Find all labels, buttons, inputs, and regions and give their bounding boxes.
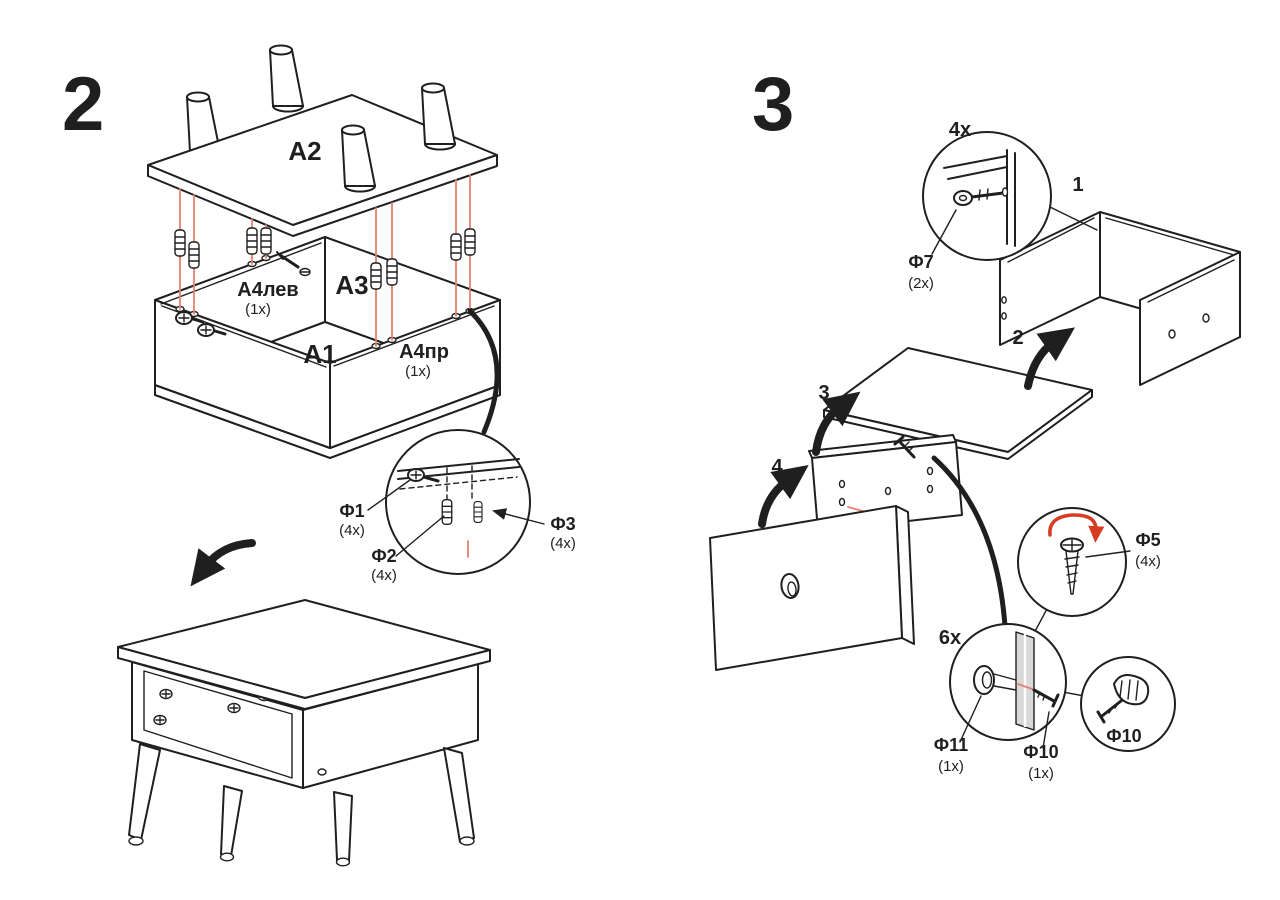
pin-f3 (473, 501, 483, 523)
front-opening (143, 670, 293, 779)
label-a2: A2 (288, 136, 321, 166)
screw-f7 (953, 187, 1009, 206)
part2-arrow (1024, 327, 1075, 390)
handle-hole (780, 573, 800, 599)
label-corner-qty: 4x (949, 119, 971, 141)
label-part2: 2 (1012, 327, 1023, 349)
label-f10: Ф10 (1023, 742, 1058, 762)
leg-cone-2 (269, 44, 304, 113)
drawer-bottom-panel (823, 347, 1093, 460)
f7-leader (931, 209, 957, 255)
label-handle-qty: 6x (939, 627, 961, 649)
screw-f5 (1060, 537, 1084, 595)
corner-detail-circle (922, 131, 1052, 261)
label-f10-hand: Ф10 (1106, 726, 1141, 746)
carcass-box (154, 236, 501, 459)
label-a4lev-qty: (1x) (245, 301, 271, 318)
leg-cone-4 (421, 82, 456, 151)
label-a3: A3 (335, 270, 368, 300)
label-part1: 1 (1072, 174, 1083, 196)
label-f2-qty: (4x) (371, 567, 397, 584)
zoom-leader-screw (931, 455, 1009, 648)
part3-arrow (812, 391, 861, 456)
f11-leader (959, 695, 982, 743)
knob-f11 (973, 665, 1017, 695)
label-f1: Ф1 (339, 501, 364, 521)
top-panel-a2: A2 (147, 44, 498, 237)
label-f1-qty: (4x) (339, 522, 365, 539)
label-f7: Ф7 (908, 252, 933, 272)
label-a4lev: A4лев (237, 279, 298, 301)
screw-f5-loose (893, 435, 916, 459)
label-f2: Ф2 (371, 546, 396, 566)
part1-leader (1049, 206, 1098, 231)
label-f10-qty: (1x) (1028, 765, 1054, 782)
rotation-arrow-red (1048, 513, 1105, 543)
hardware-detail-circle (385, 429, 531, 575)
label-f7-qty: (2x) (908, 275, 934, 292)
label-a1: A1 (303, 339, 336, 369)
f10-leader (1042, 711, 1050, 749)
drawer-front-panel (709, 505, 915, 671)
handle-detail-circle (949, 623, 1067, 741)
label-a4pr: A4пр (399, 341, 449, 363)
cam-screw-f1 (407, 468, 440, 483)
dowel-f2 (441, 498, 453, 526)
step2-number: 2 (62, 62, 104, 147)
label-f5: Ф5 (1135, 530, 1160, 550)
label-part3: 3 (818, 382, 829, 404)
legs (128, 743, 475, 867)
drawer-frame (999, 211, 1241, 386)
top-edge (117, 646, 491, 710)
f1-leader (367, 479, 411, 511)
screw-f5-detail-circle (1017, 507, 1127, 617)
screw-f10 (1032, 688, 1060, 708)
leg-cone-3 (341, 124, 376, 193)
label-f3: Ф3 (550, 514, 575, 534)
cam-screw (197, 323, 227, 337)
drawer-inner-front-panel (808, 434, 963, 532)
label-f11: Ф11 (934, 735, 968, 755)
f3-leader (492, 508, 545, 525)
step2-section: 2 (62, 44, 576, 867)
hand-screw-detail-circle: Ф10 (1080, 656, 1176, 752)
f2-leader (395, 515, 445, 557)
label-f5-qty: (4x) (1135, 553, 1161, 570)
hand-icon (1113, 674, 1150, 706)
label-part4: 4 (771, 456, 783, 478)
part4-arrow (758, 464, 809, 528)
f5-leader (1085, 550, 1131, 558)
step3-section: 3 1 (709, 62, 1241, 782)
assembled-nightstand (117, 599, 491, 867)
step3-number: 3 (752, 62, 794, 147)
cam-screw (175, 311, 205, 325)
zoom-leader-curve (467, 308, 500, 435)
rotate-arrow (190, 539, 256, 587)
label-a4pr-qty: (1x) (405, 363, 431, 380)
box-wall-a4lev (154, 299, 331, 449)
frame-right-wall (1139, 251, 1241, 386)
screw-cluster (276, 251, 311, 277)
label-f11-qty: (1x) (938, 758, 964, 775)
label-f3-qty: (4x) (550, 535, 576, 552)
panel-a2-edge (147, 154, 498, 237)
